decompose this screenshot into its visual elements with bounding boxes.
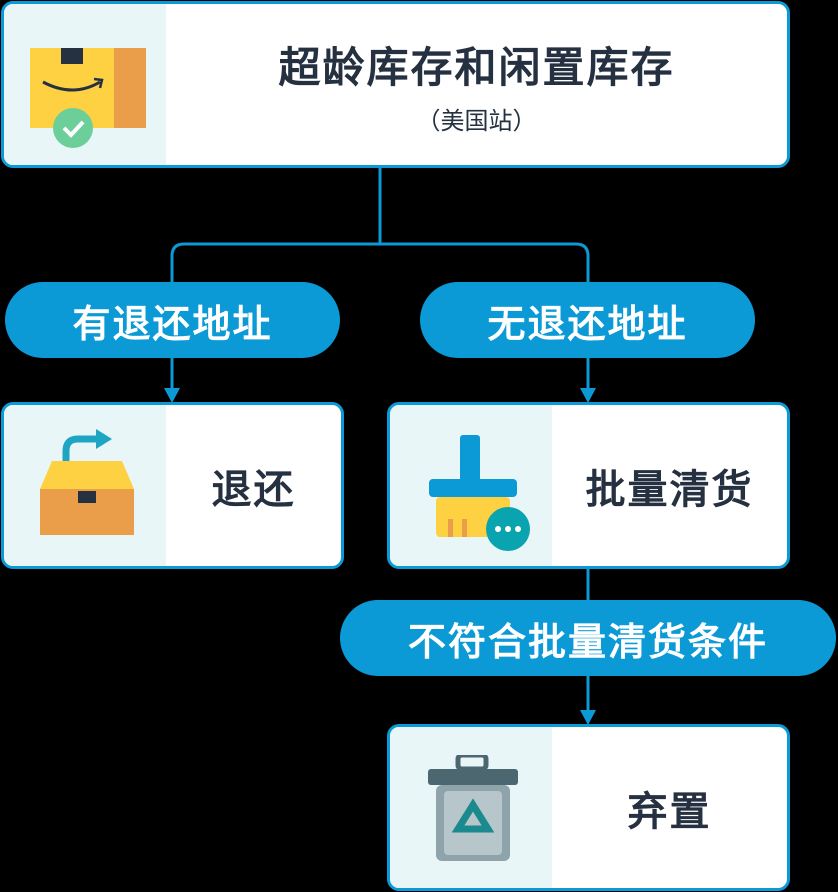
icon-panel [4,405,166,566]
dispose-text: 弃置 [627,788,712,835]
icon-panel [390,727,552,888]
arrow-liquidate [580,388,596,403]
return-text: 退还 [211,466,296,513]
subtitle-text: （美国站） [416,106,537,135]
return-node: 退还 [1,402,344,569]
return-label: 退还 [166,405,341,566]
icon-panel [390,405,552,566]
root-node: 超龄库存和闲置库存 （美国站） [1,1,790,168]
icon-panel [4,4,166,165]
branch-with-address: 有退还地址 [5,282,340,358]
liquidate-node: 批量清货 [387,402,790,569]
trash-can-icon [428,755,518,861]
liquidate-text: 批量清货 [585,466,754,513]
branch-not-eligible: 不符合批量清货条件 [340,600,836,676]
return-box-icon [40,429,134,535]
dispose-label: 弃置 [552,727,787,888]
amazon-box-check-icon [30,48,146,148]
branch-without-address: 无退还地址 [420,282,755,358]
broom-icon [429,435,530,551]
connector-branches [170,242,590,392]
title-text: 超龄库存和闲置库存 [278,42,675,92]
root-label: 超龄库存和闲置库存 （美国站） [166,4,787,165]
dispose-node: 弃置 [387,724,790,891]
liquidate-label: 批量清货 [552,405,787,566]
arrow-return [164,388,180,403]
arrow-dispose [580,710,596,725]
